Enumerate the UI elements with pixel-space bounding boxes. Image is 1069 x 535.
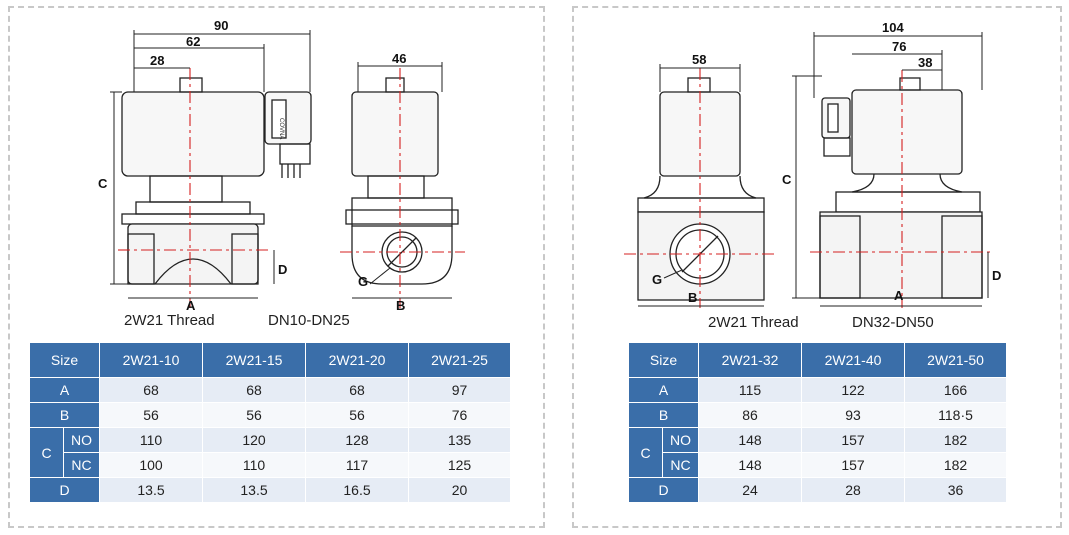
header-size: Size xyxy=(28,342,101,378)
row-label: C xyxy=(628,427,663,478)
table-cell: 157 xyxy=(801,452,906,478)
table-cell: 13.5 xyxy=(202,477,307,503)
table-row: C NO 148 157 182 xyxy=(628,427,1008,478)
row-label: A xyxy=(627,377,700,403)
row-label: D xyxy=(627,477,700,503)
table-cell: 13.5 xyxy=(99,477,204,503)
dim-a-label: A xyxy=(894,288,904,303)
table-row: NC 100 110 117 125 xyxy=(30,452,512,478)
dim-side-label: 46 xyxy=(392,51,406,66)
row-sublabel: NC xyxy=(661,452,700,478)
left-caption-model: 2W21 Thread xyxy=(124,312,215,329)
right-caption-model: 2W21 Thread xyxy=(708,314,799,331)
table-cell: 182 xyxy=(904,452,1008,478)
header-col: 2W21-50 xyxy=(904,342,1008,378)
table-cell: 118·5 xyxy=(904,402,1008,428)
coil-brand-logo: COVNA xyxy=(278,118,284,139)
header-col: 2W21-20 xyxy=(305,342,410,378)
table-cell: 148 xyxy=(698,452,803,478)
row-label: B xyxy=(28,402,101,428)
table-row: D 24 28 36 xyxy=(627,477,1008,503)
table-cell: 68 xyxy=(202,377,307,403)
table-cell: 166 xyxy=(904,377,1008,403)
table-cell: 125 xyxy=(408,452,512,478)
table-row: B 86 93 118·5 xyxy=(627,402,1008,428)
table-row: D 13.5 13.5 16.5 20 xyxy=(28,477,512,503)
table-cell: 148 xyxy=(698,427,803,453)
table-row: A 115 122 166 xyxy=(627,377,1008,403)
row-label: D xyxy=(28,477,101,503)
table-cell: 115 xyxy=(698,377,803,403)
header-col: 2W21-40 xyxy=(801,342,906,378)
dim-inner-label: 28 xyxy=(150,53,164,68)
table-cell: 120 xyxy=(202,427,307,453)
table-cell: 110 xyxy=(202,452,307,478)
table-cell: 97 xyxy=(408,377,512,403)
right-caption-range: DN32-DN50 xyxy=(852,314,934,331)
table-cell: 20 xyxy=(408,477,512,503)
table-cell: 122 xyxy=(801,377,906,403)
table-cell: 76 xyxy=(408,402,512,428)
left-spec-panel: 90 62 28 46 C D A B G COVNA 2W21 Thread … xyxy=(8,6,545,528)
table-cell: 117 xyxy=(305,452,410,478)
header-col: 2W21-15 xyxy=(202,342,307,378)
dim-b-label: B xyxy=(688,290,697,305)
table-cell: 68 xyxy=(99,377,204,403)
row-sublabel: NO xyxy=(661,427,700,453)
dim-b-label: B xyxy=(396,298,405,313)
table-cell: 56 xyxy=(305,402,410,428)
table-row: NC 148 157 182 xyxy=(629,452,1008,478)
table-cell: 24 xyxy=(698,477,803,503)
dim-a-label: A xyxy=(186,298,196,313)
left-valve-drawing: 90 62 28 46 C D A B G COVNA xyxy=(98,18,465,313)
table-cell: 86 xyxy=(698,402,803,428)
row-label: B xyxy=(627,402,700,428)
table-cell: 28 xyxy=(801,477,906,503)
left-spec-table: Size 2W21-10 2W21-15 2W21-20 2W21-25 A 6… xyxy=(28,342,512,503)
dim-c-label: C xyxy=(782,172,792,187)
dim-g-label: G xyxy=(652,272,662,287)
dim-side-label: 58 xyxy=(692,52,706,67)
header-size: Size xyxy=(627,342,700,378)
dim-inner-label: 38 xyxy=(918,55,932,70)
table-cell: 16.5 xyxy=(305,477,410,503)
dim-coil-label: 62 xyxy=(186,34,200,49)
table-row: C NO 110 120 128 135 xyxy=(29,427,512,478)
table-cell: 182 xyxy=(904,427,1008,453)
header-col: 2W21-25 xyxy=(408,342,512,378)
table-cell: 135 xyxy=(408,427,512,453)
right-spec-panel: 58 104 76 38 C D A B G 2W21 Thread DN32-… xyxy=(572,6,1062,528)
table-cell: 36 xyxy=(904,477,1008,503)
dim-d-label: D xyxy=(278,262,287,277)
dim-coil-label: 76 xyxy=(892,39,906,54)
table-row: A 68 68 68 97 xyxy=(28,377,512,403)
left-caption-range: DN10-DN25 xyxy=(268,312,350,329)
table-row: B 56 56 56 76 xyxy=(28,402,512,428)
dim-d-label: D xyxy=(992,268,1001,283)
row-label: C xyxy=(29,427,64,478)
table-cell: 100 xyxy=(99,452,204,478)
table-cell: 157 xyxy=(801,427,906,453)
right-spec-table: Size 2W21-32 2W21-40 2W21-50 A 115 122 1… xyxy=(627,342,1008,503)
table-cell: 93 xyxy=(801,402,906,428)
table-cell: 110 xyxy=(99,427,204,453)
right-valve-drawing: 58 104 76 38 C D A B G xyxy=(624,20,1001,308)
dim-overall-label: 104 xyxy=(882,20,904,35)
table-cell: 56 xyxy=(202,402,307,428)
header-col: 2W21-10 xyxy=(99,342,204,378)
table-cell: 128 xyxy=(305,427,410,453)
dim-g-label: G xyxy=(358,274,368,289)
table-header-row: Size 2W21-32 2W21-40 2W21-50 xyxy=(627,342,1008,378)
table-cell: 68 xyxy=(305,377,410,403)
table-header-row: Size 2W21-10 2W21-15 2W21-20 2W21-25 xyxy=(28,342,512,378)
row-sublabel: NO xyxy=(62,427,101,453)
row-label: A xyxy=(28,377,101,403)
row-sublabel: NC xyxy=(62,452,101,478)
dim-c-label: C xyxy=(98,176,108,191)
table-cell: 56 xyxy=(99,402,204,428)
header-col: 2W21-32 xyxy=(698,342,803,378)
dim-overall-label: 90 xyxy=(214,18,228,33)
